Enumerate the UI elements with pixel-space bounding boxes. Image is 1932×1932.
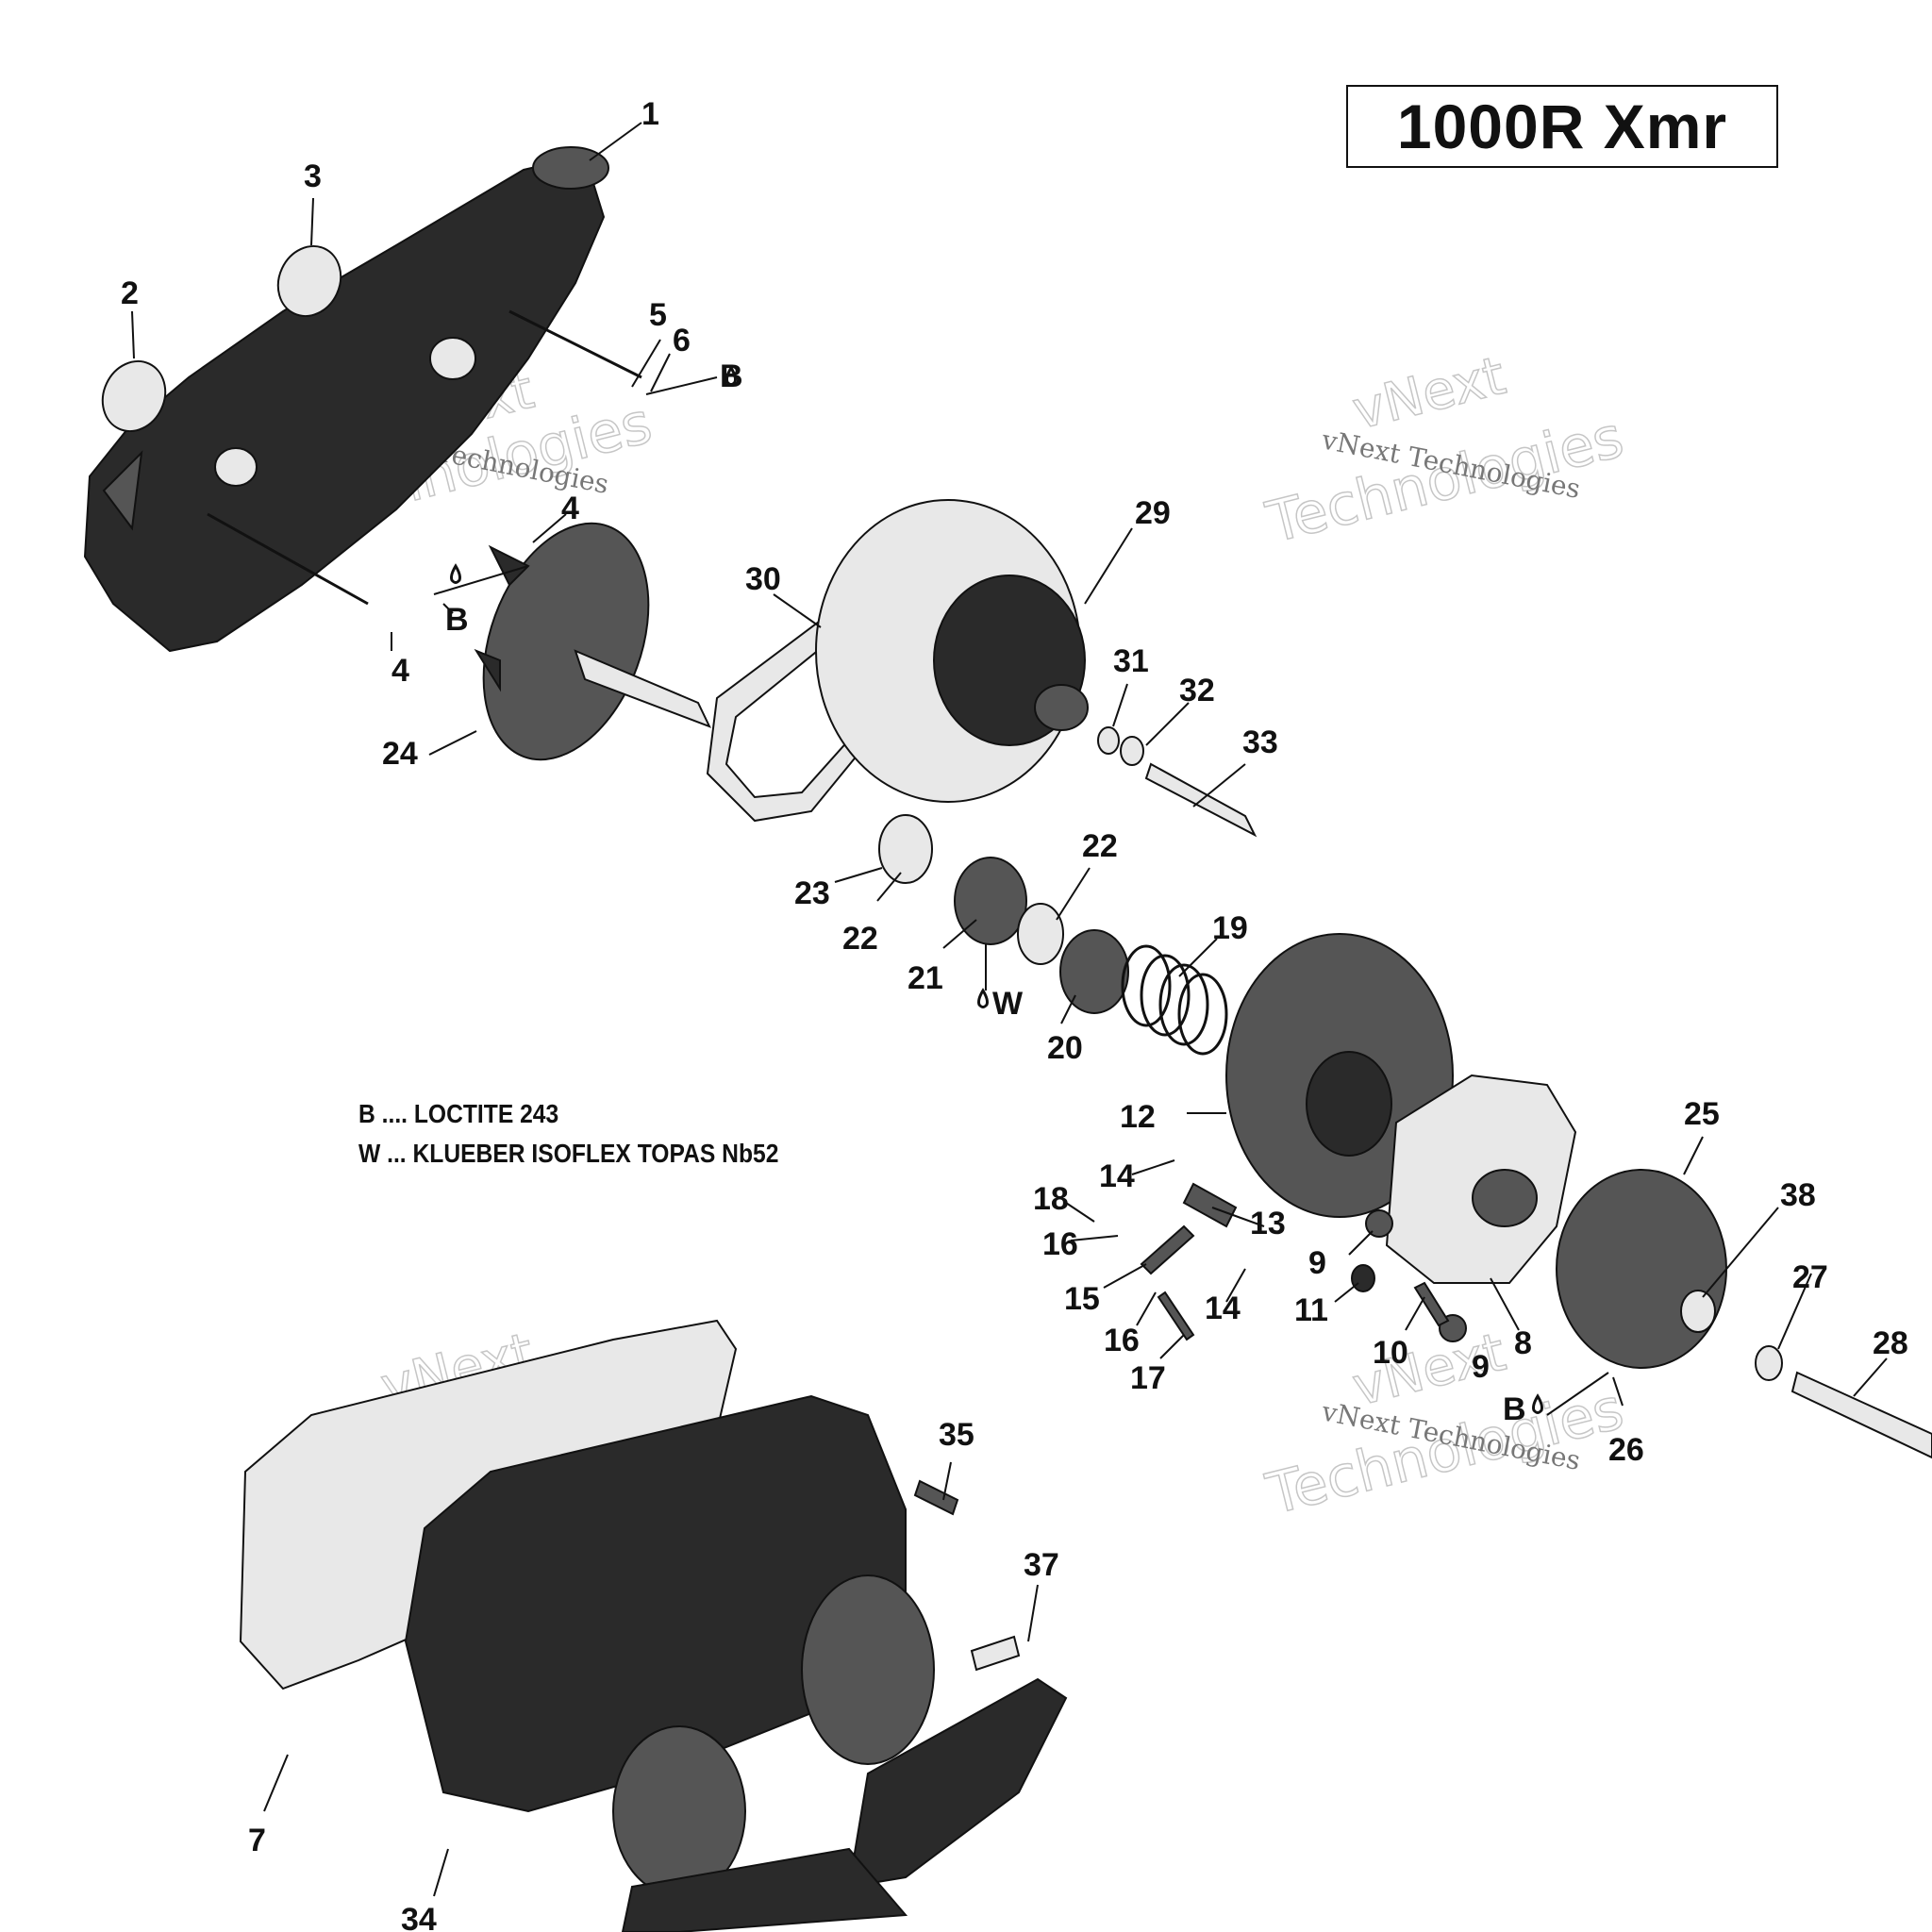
callout-31: 31: [1113, 643, 1149, 679]
callout-4-upper: 4: [561, 491, 579, 526]
callout-22-lower: 22: [842, 921, 878, 957]
drop-icon-4: [1532, 1393, 1543, 1414]
mark-b-3: B: [1503, 1391, 1526, 1427]
bolt-part-28: [1790, 1371, 1932, 1459]
clip-part-37: [970, 1635, 1021, 1672]
callout-14-upper: 14: [1099, 1158, 1135, 1194]
model-title: 1000R Xmr: [1396, 92, 1728, 161]
callout-27: 27: [1792, 1259, 1828, 1295]
roller-part-9a: [1365, 1209, 1393, 1238]
callout-21: 21: [908, 960, 943, 996]
callout-37: 37: [1024, 1547, 1059, 1583]
drop-icon-3: [977, 988, 989, 1008]
callout-6: 6: [673, 323, 691, 358]
bolt-part-33: [1144, 762, 1257, 838]
mark-w: W: [992, 986, 1024, 1022]
callout-26: 26: [1608, 1432, 1644, 1468]
bearing-part-20: [1059, 929, 1129, 1014]
inner-cover-part-34: [404, 1394, 907, 1813]
callout-13: 13: [1250, 1206, 1286, 1241]
callout-33: 33: [1242, 724, 1278, 760]
callout-30: 30: [745, 561, 781, 597]
driven-pulley-part: [815, 499, 1089, 803]
washer-part-32: [1120, 736, 1144, 766]
callout-20: 20: [1047, 1030, 1083, 1066]
bushing-part-21: [954, 857, 1027, 945]
movable-sheave-hub: [1306, 1051, 1392, 1157]
callout-numbers: 1 2 3 4 4 5 6 B B 24 30 29 31 32 33 22 2…: [121, 96, 1908, 1932]
callout-10: 10: [1373, 1335, 1408, 1371]
spider-hub: [1472, 1169, 1538, 1227]
callout-38: 38: [1780, 1177, 1816, 1213]
callout-32: 32: [1179, 673, 1215, 708]
callout-14-lower: 14: [1205, 1291, 1241, 1326]
mark-b-1: B: [720, 358, 743, 394]
callout-12: 12: [1120, 1099, 1156, 1135]
callout-2: 2: [121, 275, 139, 311]
o-ring-part-3: [276, 245, 342, 317]
lubricant-drop-icons: [450, 365, 1543, 1414]
legend-item-b: B .... LOCTITE 243: [358, 1099, 559, 1128]
watermark-brand-2: vNext: [1347, 345, 1511, 442]
callout-1: 1: [641, 96, 659, 132]
callout-25: 25: [1684, 1096, 1720, 1132]
callout-7: 7: [248, 1823, 266, 1858]
callout-18: 18: [1033, 1181, 1069, 1217]
fixed-sheave-part: [474, 522, 711, 761]
outer-cover-part: [83, 146, 642, 653]
lubricant-legend: B .... LOCTITE 243 W ... KLUEBER ISOFLEX…: [358, 1094, 778, 1174]
callout-23: 23: [794, 875, 830, 911]
inner-cover-port-1: [801, 1574, 935, 1765]
callout-17: 17: [1130, 1360, 1166, 1396]
fastener-part-35: [913, 1479, 959, 1516]
callout-22-upper: 22: [1082, 828, 1118, 864]
spacer-part-23: [878, 814, 933, 884]
callout-19: 19: [1212, 910, 1248, 946]
callout-9-upper: 9: [1308, 1245, 1326, 1281]
weight-part-15: [1140, 1224, 1195, 1275]
callout-8: 8: [1514, 1325, 1532, 1361]
pin-part-17: [1157, 1291, 1195, 1341]
callout-4-lower: 4: [391, 653, 409, 689]
callout-24: 24: [382, 736, 418, 772]
roller-part-11: [1351, 1264, 1375, 1292]
washer-part-27: [1755, 1345, 1783, 1381]
spider-cover-part-25: [1556, 1169, 1727, 1369]
legend-item-w: W ... KLUEBER ISOFLEX TOPAS Nb52: [358, 1139, 779, 1168]
washer-part-38: [1680, 1290, 1716, 1333]
bracket-part-13: [1182, 1182, 1238, 1228]
drop-icon-1: [725, 365, 737, 386]
callout-29: 29: [1135, 495, 1171, 531]
model-title-box: 1000R Xmr: [1346, 85, 1778, 168]
o-ring-part-2: [101, 360, 167, 432]
washer-part-22: [1017, 903, 1064, 965]
callout-35: 35: [939, 1417, 974, 1453]
callout-34: 34: [401, 1902, 437, 1932]
callout-28: 28: [1873, 1325, 1908, 1361]
callout-16-lower: 16: [1104, 1323, 1140, 1358]
drop-icon-2: [450, 563, 461, 584]
callout-9-lower: 9: [1472, 1349, 1490, 1385]
callout-16-upper: 16: [1042, 1226, 1078, 1262]
mark-b-2: B: [445, 602, 469, 638]
leader-lines: [131, 122, 1888, 1897]
pin-part-10: [1413, 1281, 1450, 1327]
spring-part-19: [1121, 944, 1228, 1056]
duct-lower-part: [621, 1847, 908, 1932]
washer-part-31: [1097, 726, 1120, 755]
callout-5: 5: [649, 297, 667, 333]
callout-11: 11: [1294, 1292, 1328, 1328]
callout-15: 15: [1064, 1281, 1100, 1317]
callout-3: 3: [304, 158, 322, 194]
